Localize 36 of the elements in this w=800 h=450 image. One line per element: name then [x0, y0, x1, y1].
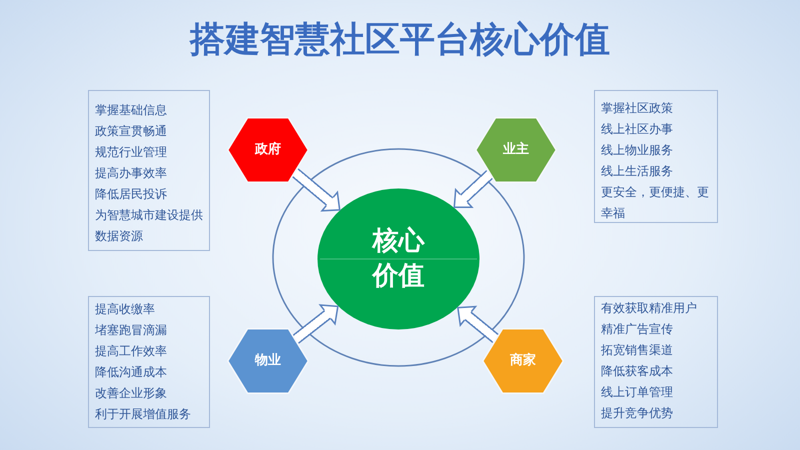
text-box	[88, 296, 210, 428]
list-item: 有效获取精准用户	[601, 300, 697, 317]
title: 搭建智慧社区平台核心价值	[190, 19, 610, 62]
list-item: 线上物业服务	[601, 142, 673, 159]
list-item: 提高办事效率	[95, 165, 167, 182]
list-item: 规范行业管理	[95, 144, 167, 161]
hexagon-label: 政府	[255, 142, 281, 158]
text-box	[88, 90, 210, 251]
list-item: 降低获客成本	[601, 363, 673, 380]
block-arrow	[454, 303, 500, 343]
list-item: 更安全，更便捷、更幸福	[601, 184, 710, 222]
list-item: 降低居民投诉	[95, 186, 167, 203]
text-box	[594, 90, 718, 223]
list-item: 掌握社区政策	[601, 100, 673, 117]
list-item: 线上订单管理	[601, 384, 673, 401]
text-box	[594, 296, 718, 428]
list-item: 提高工作效率	[95, 343, 167, 360]
center-label: 核心价值	[372, 225, 426, 293]
list-item: 精准广告宣传	[601, 321, 673, 338]
list-item: 拓宽销售渠道	[601, 342, 673, 359]
hexagon-label: 物业	[255, 353, 281, 369]
list-item: 政策宣贯畅通	[95, 123, 167, 140]
hexagon-label: 业主	[503, 142, 529, 158]
list-item: 利于开展增值服务	[95, 406, 191, 423]
list-item: 线上社区办事	[601, 121, 673, 138]
list-item: 掌握基础信息	[95, 102, 167, 119]
list-item: 线上生活服务	[601, 163, 673, 180]
block-arrow	[292, 302, 342, 344]
list-item: 提高收缴率	[95, 301, 155, 318]
hexagon-label: 商家	[510, 353, 536, 369]
block-arrow	[291, 168, 344, 214]
list-item: 为智慧城市建设提供数据资源	[95, 207, 204, 245]
list-item: 改善企业形象	[95, 385, 167, 402]
list-item: 提升竞争优势	[601, 405, 673, 422]
list-item: 降低沟通成本	[95, 364, 167, 381]
list-item: 堵塞跑冒滴漏	[95, 322, 167, 339]
